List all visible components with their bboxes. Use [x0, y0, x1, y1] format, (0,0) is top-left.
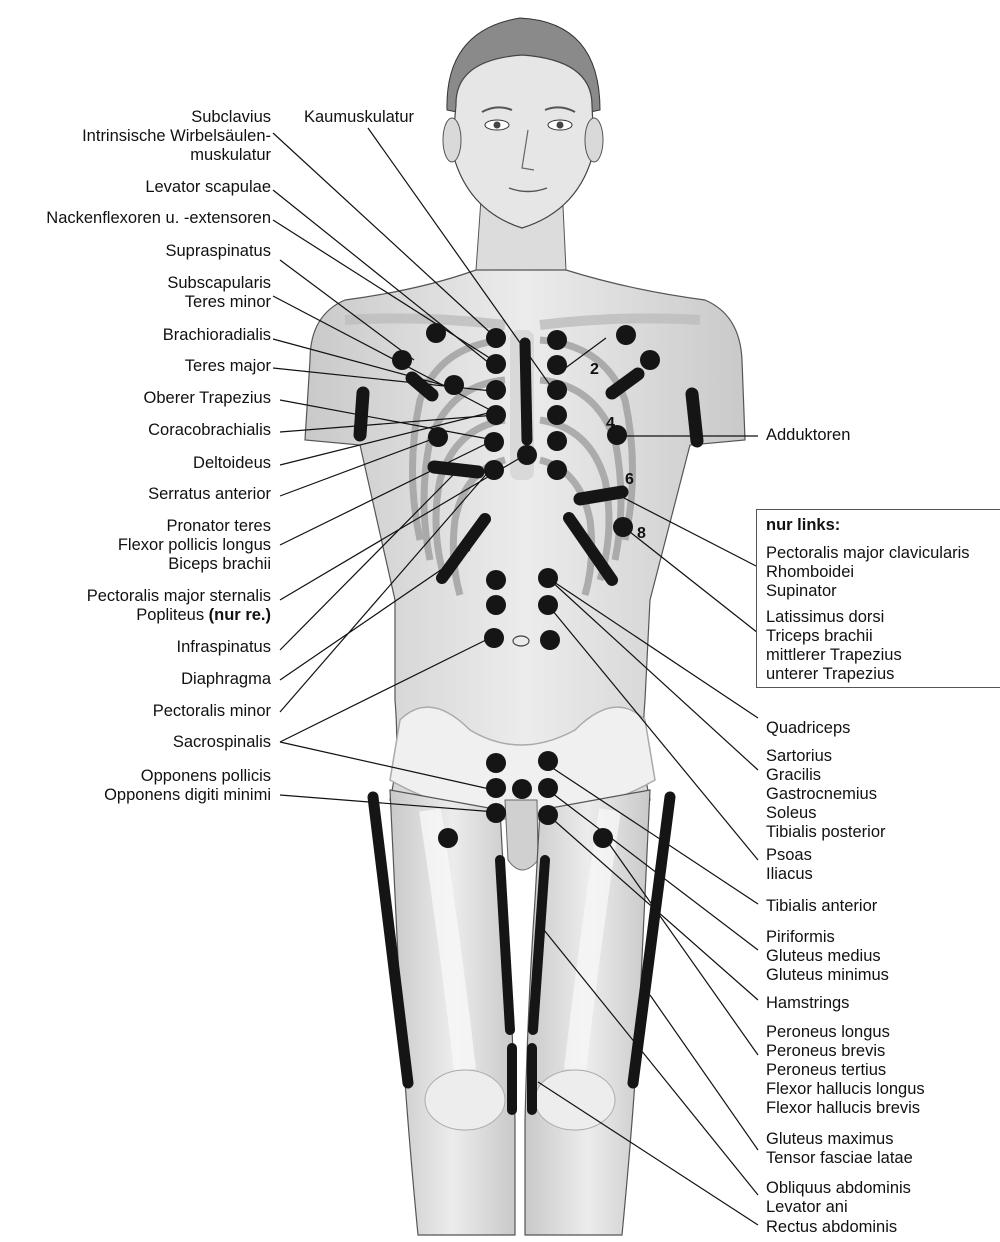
label-brachioradialis: Brachioradialis [163, 326, 271, 345]
point [538, 568, 558, 588]
right-knee [535, 1070, 615, 1130]
label-kaumuskulatur: Kaumuskulatur [304, 108, 414, 127]
label-diaphragma: Diaphragma [181, 670, 271, 689]
point [547, 460, 567, 480]
label-peroneus: Peroneus longus Peroneus brevis Peroneus… [766, 1023, 925, 1118]
point [547, 330, 567, 350]
label-serratus-anterior: Serratus anterior [148, 485, 271, 504]
right-ear [585, 118, 603, 162]
point [540, 630, 560, 650]
point [444, 375, 464, 395]
point [616, 325, 636, 345]
point [517, 445, 537, 465]
label-quadriceps: Quadriceps [766, 719, 850, 738]
point [486, 595, 506, 615]
label-rectus: Rectus abdominis [766, 1218, 897, 1237]
label-levator-scapulae: Levator scapulae [145, 178, 271, 197]
point [640, 350, 660, 370]
label-nackenflexoren: Nackenflexoren u. -extensoren [46, 209, 271, 228]
label-tibialis-anterior: Tibialis anterior [766, 897, 877, 916]
label-pectoralis-major-sternalis: Pectoralis major sternalis Popliteus (nu… [87, 587, 271, 625]
point [428, 427, 448, 447]
label-gluteus-maximus: Gluteus maximus Tensor fasciae latae [766, 1130, 913, 1168]
nur-links-title: nur links: [766, 516, 970, 535]
point [486, 753, 506, 773]
point [486, 380, 506, 400]
label-opponens: Opponens pollicis Opponens digiti minimi [104, 767, 271, 805]
point [547, 380, 567, 400]
label-pronator-teres: Pronator teres Flexor pollicis longus Bi… [118, 517, 271, 574]
point [538, 805, 558, 825]
point [486, 803, 506, 823]
label-pectoralis-minor: Pectoralis minor [153, 702, 271, 721]
label-subscapularis: Subscapularis Teres minor [167, 274, 271, 312]
nur-links-content: nur links: Pectoralis major clavicularis… [766, 516, 970, 684]
point [593, 828, 613, 848]
point [484, 628, 504, 648]
point [547, 355, 567, 375]
zone [434, 467, 478, 472]
rib-number: 8 [637, 525, 646, 542]
point [486, 778, 506, 798]
genitals [505, 800, 538, 870]
label-infraspinatus: Infraspinatus [177, 638, 271, 657]
point [547, 405, 567, 425]
label-popliteus: Popliteus (nur re.) [87, 606, 271, 625]
label-teres-major: Teres major [185, 357, 271, 376]
label-supraspinatus: Supraspinatus [166, 242, 272, 261]
left-knee [425, 1070, 505, 1130]
rib-number: 2 [590, 361, 599, 378]
zone [360, 393, 363, 435]
point [547, 431, 567, 451]
point [538, 751, 558, 771]
label-sartorius: Sartorius Gracilis Gastrocnemius Soleus … [766, 747, 886, 842]
point [484, 432, 504, 452]
point [484, 460, 504, 480]
label-subclavius: Subclavius Intrinsische Wirbelsäulen- mu… [82, 108, 271, 165]
rib-number: 4 [606, 415, 615, 432]
label-hamstrings: Hamstrings [766, 994, 849, 1013]
label-obliquus: Obliquus abdominis Levator ani [766, 1179, 911, 1217]
point [512, 779, 532, 799]
point [438, 828, 458, 848]
point [538, 595, 558, 615]
point [613, 517, 633, 537]
label-adduktoren: Adduktoren [766, 426, 850, 445]
zone [580, 492, 622, 499]
label-sacrospinalis: Sacrospinalis [173, 733, 271, 752]
point [486, 570, 506, 590]
left-ear [443, 118, 461, 162]
head [452, 55, 594, 228]
label-coracobrachialis: Coracobrachialis [148, 421, 271, 440]
point [426, 323, 446, 343]
point [538, 778, 558, 798]
label-oberer-trapezius: Oberer Trapezius [144, 389, 271, 408]
zone [692, 394, 697, 441]
point [486, 328, 506, 348]
label-piriformis: Piriformis Gluteus medius Gluteus minimu… [766, 928, 889, 985]
label-psoas: Psoas Iliacus [766, 846, 813, 884]
rib-number: 6 [625, 471, 634, 488]
point [486, 405, 506, 425]
point [392, 350, 412, 370]
label-deltoideus: Deltoideus [193, 454, 271, 473]
zone [525, 343, 527, 440]
point [486, 354, 506, 374]
